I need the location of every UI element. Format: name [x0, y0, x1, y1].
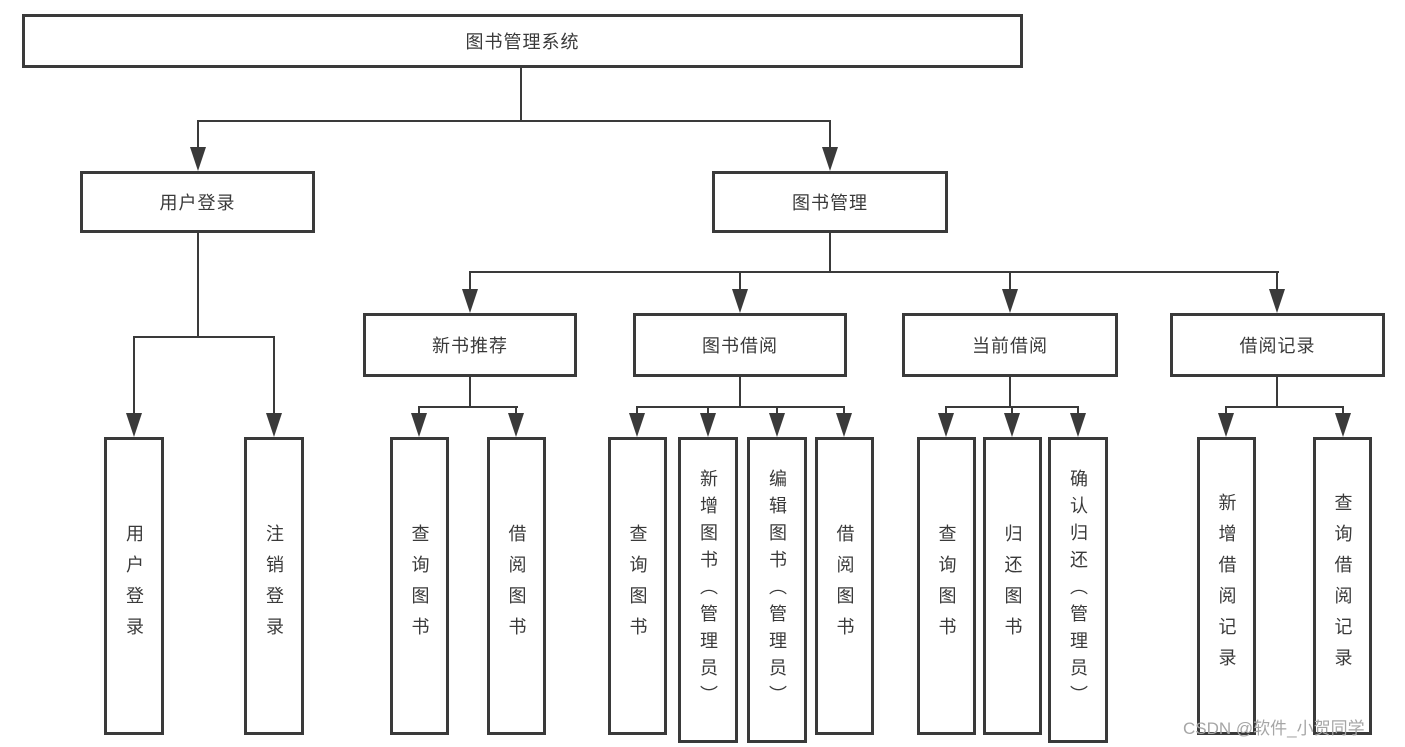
leaf-user-login: 用户登录: [104, 437, 164, 735]
node-user-login: 用户登录: [80, 171, 315, 233]
node-label: 图书管理系统: [465, 32, 580, 52]
arrow-down: [462, 289, 478, 313]
connector-line: [197, 233, 199, 337]
arrow-down: [1002, 289, 1018, 313]
arrow-down: [1218, 413, 1234, 437]
leaf-add-book-admin: 新增图书（管理员）: [678, 437, 738, 743]
leaf-label: 借阅图书: [506, 524, 527, 648]
leaf-label: 查询图书: [936, 524, 957, 648]
leaf-label: 新增图书（管理员）: [698, 468, 718, 712]
node-borrowing-records: 借阅记录: [1170, 313, 1385, 377]
leaf-return-book: 归还图书: [983, 437, 1042, 735]
connector-line: [1009, 272, 1011, 290]
node-book-borrowing: 图书借阅: [633, 313, 847, 377]
connector-line: [843, 407, 845, 414]
connector-line: [1276, 377, 1278, 408]
leaf-query-books-borrow: 查询图书: [608, 437, 667, 735]
connector-line: [1276, 272, 1278, 290]
leaf-edit-book-admin: 编辑图书（管理员）: [747, 437, 807, 743]
leaf-label: 查询图书: [627, 524, 648, 648]
leaf-label: 借阅图书: [834, 524, 855, 648]
node-label: 新书推荐: [432, 336, 508, 356]
leaf-label: 注销登录: [264, 524, 284, 648]
leaf-add-borrow-record: 新增借阅记录: [1197, 437, 1256, 735]
connector-line: [1342, 407, 1344, 414]
arrow-down: [700, 413, 716, 437]
leaf-query-books-recommend: 查询图书: [390, 437, 449, 735]
arrow-down: [126, 413, 142, 437]
leaf-confirm-return-admin: 确认归还（管理员）: [1048, 437, 1108, 743]
arrow-down: [1004, 413, 1020, 437]
leaf-borrow-books: 借阅图书: [815, 437, 874, 735]
arrow-down: [190, 147, 206, 171]
node-current-borrowing: 当前借阅: [902, 313, 1118, 377]
csdn-watermark: CSDN @软件_小贺同学: [1183, 719, 1365, 738]
connector-line: [1225, 406, 1344, 408]
connector-line: [197, 120, 831, 122]
connector-line: [636, 407, 638, 414]
connector-line: [739, 272, 741, 290]
connector-line: [273, 337, 275, 413]
connector-line: [418, 407, 420, 414]
arrow-down: [1269, 289, 1285, 313]
connector-line: [133, 336, 275, 338]
node-label: 用户登录: [159, 193, 236, 213]
node-label: 图书借阅: [702, 336, 778, 356]
connector-line: [707, 407, 709, 414]
arrow-down: [508, 413, 524, 437]
connector-line: [133, 337, 135, 413]
connector-line: [469, 272, 471, 290]
node-label: 图书管理: [792, 193, 868, 213]
leaf-label: 新增借阅记录: [1216, 493, 1237, 679]
connector-line: [829, 121, 831, 148]
connector-line: [418, 406, 518, 408]
node-label: 当前借阅: [972, 336, 1048, 356]
arrow-down: [629, 413, 645, 437]
connector-line: [520, 68, 522, 121]
leaf-label: 查询图书: [409, 524, 430, 648]
arrow-down: [822, 147, 838, 171]
connector-line: [636, 406, 845, 408]
connector-line: [1077, 407, 1079, 414]
connector-line: [469, 377, 471, 408]
arrow-down: [1070, 413, 1086, 437]
node-label: 借阅记录: [1239, 336, 1316, 356]
connector-line: [197, 121, 199, 148]
connector-line: [739, 377, 741, 408]
leaf-label: 查询借阅记录: [1332, 493, 1353, 679]
leaf-logout: 注销登录: [244, 437, 304, 735]
node-library-management-system: 图书管理系统: [22, 14, 1023, 68]
leaf-query-borrow-record: 查询借阅记录: [1313, 437, 1372, 735]
connector-line: [829, 233, 831, 273]
arrow-down: [938, 413, 954, 437]
arrow-down: [732, 289, 748, 313]
arrow-down: [769, 413, 785, 437]
arrow-down: [836, 413, 852, 437]
node-new-book-recommendation: 新书推荐: [363, 313, 577, 377]
node-book-management: 图书管理: [712, 171, 948, 233]
connector-line: [945, 407, 947, 414]
arrow-down: [411, 413, 427, 437]
connector-line: [469, 271, 1279, 273]
connector-line: [1225, 407, 1227, 414]
connector-line: [1011, 407, 1013, 414]
arrow-down: [1335, 413, 1351, 437]
leaf-query-books-current: 查询图书: [917, 437, 976, 735]
leaf-label: 归还图书: [1002, 524, 1023, 648]
leaf-label: 用户登录: [124, 524, 144, 648]
leaf-label: 确认归还（管理员）: [1068, 468, 1088, 712]
connector-line: [1009, 377, 1011, 408]
arrow-down: [266, 413, 282, 437]
leaf-borrow-books-recommend: 借阅图书: [487, 437, 546, 735]
leaf-label: 编辑图书（管理员）: [767, 468, 787, 712]
connector-line: [515, 407, 517, 414]
connector-line: [776, 407, 778, 414]
